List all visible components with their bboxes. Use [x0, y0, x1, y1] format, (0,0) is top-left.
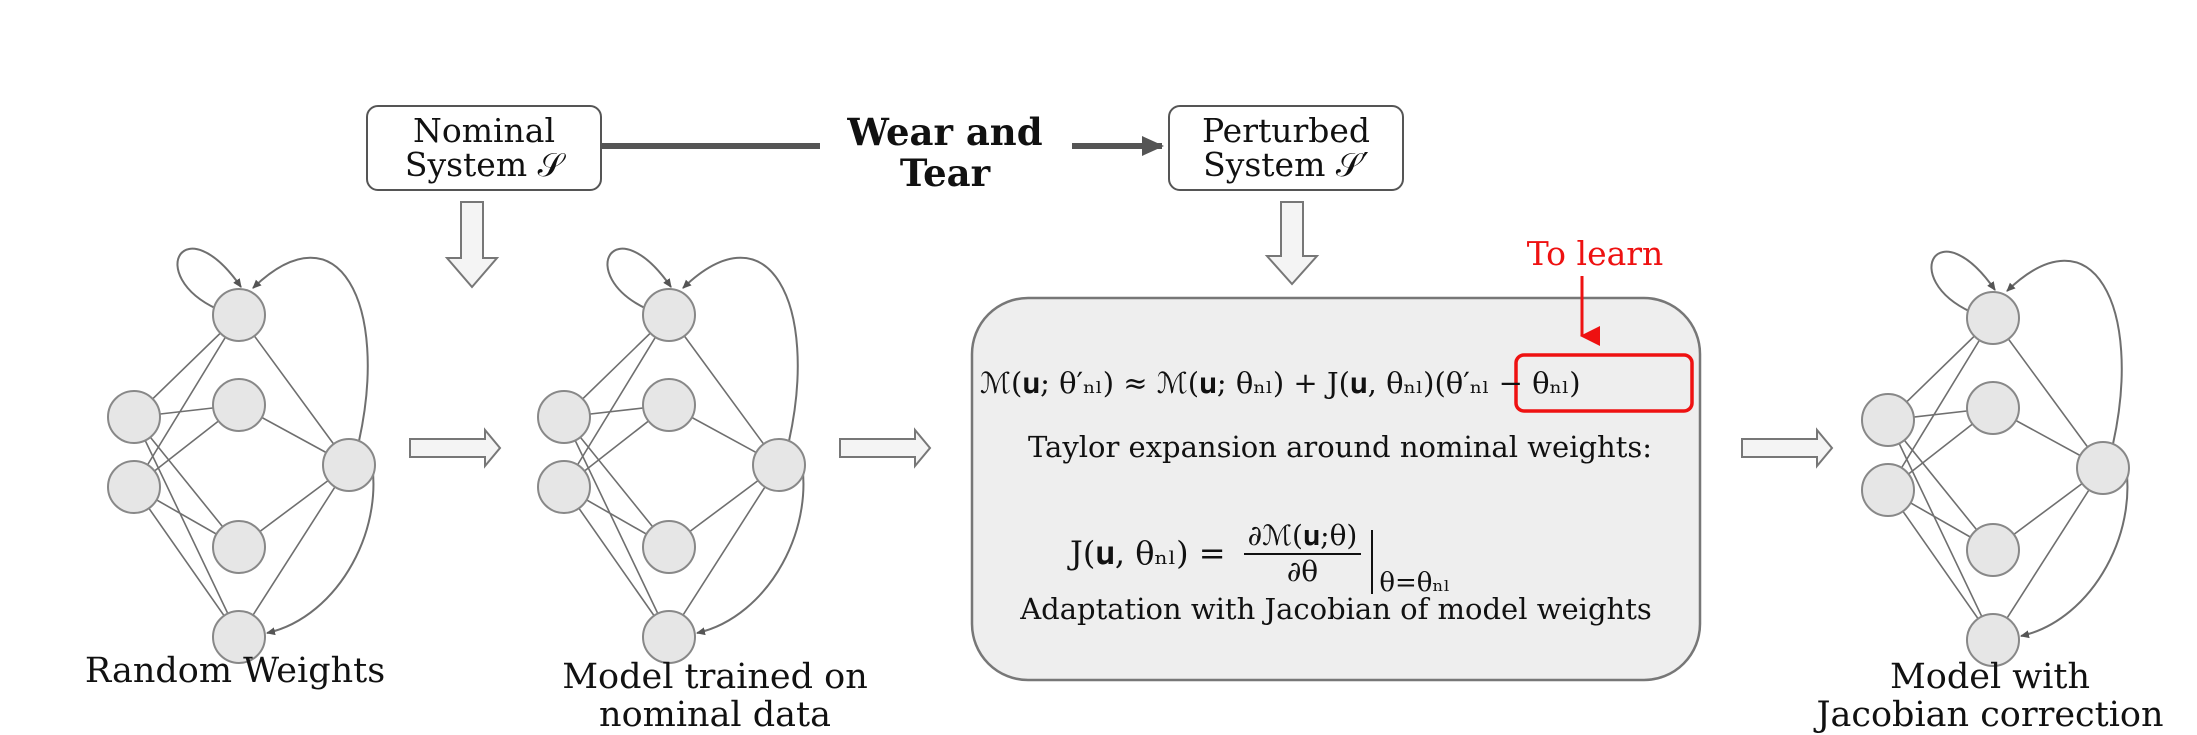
network-feedback-loop-top	[682, 256, 799, 442]
network-feedback-loop-top	[252, 256, 369, 442]
network-edge	[563, 416, 670, 548]
down-arrow-nominal	[444, 201, 500, 289]
network-node	[212, 288, 266, 342]
adaptation-box	[970, 296, 1702, 682]
network-edge	[563, 314, 670, 488]
jacobian-numerator: ∂ℳ(𝐮;θ)	[1243, 519, 1362, 555]
jacobian-fraction: ∂ℳ(𝐮;θ) ∂θ	[1243, 519, 1362, 588]
network-node	[537, 390, 591, 444]
perturbed-system-line1: Perturbed	[1201, 111, 1371, 150]
caption-trained-line1: Model trained on	[562, 657, 868, 697]
network-edge	[1992, 317, 2104, 469]
network-node	[1966, 291, 2020, 345]
network-random-weights	[107, 247, 376, 664]
network-self-loop	[606, 247, 672, 310]
taylor-equation-learn-term: (θ′ₙₗ − θₙₗ)	[1434, 366, 1581, 400]
network-edge	[1992, 467, 2104, 641]
network-node	[1966, 381, 2020, 435]
nominal-system-box: Nominal System 𝒮	[366, 105, 602, 191]
jacobian-lhs: J(𝐮, θₙₗ) =	[1070, 533, 1226, 572]
network-node	[752, 438, 806, 492]
network-node	[1966, 613, 2020, 667]
to-learn-label: To learn	[1526, 234, 1664, 273]
jacobian-eval-subscript: θ=θₙₗ	[1379, 568, 1451, 598]
network-feedback-loop-top	[2006, 259, 2123, 445]
right-arrow-2	[839, 427, 932, 469]
taylor-equation-main: ℳ(𝐮; θ′ₙₗ) ≈ ℳ(𝐮; θₙₗ) + J(𝐮, θₙₗ)	[980, 366, 1435, 400]
jacobian-eval-bar	[1371, 530, 1374, 594]
network-edge	[563, 416, 670, 638]
wear-tear-label: Wear and Tear	[820, 112, 1070, 194]
network-trained-nominal	[537, 247, 806, 664]
caption-trained-line2: nominal data	[599, 695, 831, 735]
network-node	[212, 610, 266, 664]
jacobian-denominator: ∂θ	[1286, 554, 1319, 588]
network-node	[212, 520, 266, 574]
network-node	[322, 438, 376, 492]
network-edge	[563, 486, 670, 638]
caption-jacobian-line2: Jacobian correction	[1816, 695, 2164, 735]
down-arrow-perturbed	[1264, 201, 1320, 286]
network-node	[1861, 463, 1915, 517]
network-edge	[668, 464, 780, 638]
jacobian-equation: J(𝐮, θₙₗ) = ∂ℳ(𝐮;θ) ∂θ θ=θₙₗ	[1070, 508, 1451, 599]
network-self-loop	[1930, 250, 1996, 313]
network-edge	[133, 416, 240, 548]
network-node	[107, 460, 161, 514]
network-edge	[238, 314, 350, 466]
network-jacobian-corrected	[1861, 250, 2130, 667]
network-self-loop	[176, 247, 242, 310]
network-node	[642, 610, 696, 664]
perturbed-system-line2: System 𝒮′	[1203, 145, 1369, 184]
network-feedback-loop-bottom	[2020, 451, 2129, 639]
network-edge	[133, 416, 240, 638]
network-node	[212, 378, 266, 432]
network-node	[642, 520, 696, 574]
network-feedback-loop-bottom	[266, 448, 375, 636]
right-arrow-1	[409, 427, 502, 469]
taylor-expansion-text: Taylor expansion around nominal weights:	[1027, 430, 1653, 464]
network-node	[1966, 523, 2020, 577]
network-edge	[1887, 317, 1994, 491]
network-node	[107, 390, 161, 444]
caption-jacobian-line1: Model with	[1889, 657, 2091, 697]
taylor-equation: ℳ(𝐮; θ′ₙₗ) ≈ ℳ(𝐮; θₙₗ) + J(𝐮, θₙₗ)(θ′ₙₗ …	[980, 362, 1581, 404]
network-node	[642, 288, 696, 342]
caption-jacobian: Model with Jacobian correction	[1790, 658, 2190, 734]
network-edge	[1887, 419, 1994, 551]
caption-trained: Model trained on nominal data	[530, 658, 900, 734]
perturbed-system-box: Perturbed System 𝒮′	[1168, 105, 1404, 191]
network-edge	[133, 314, 240, 488]
network-node	[537, 460, 591, 514]
wear-tear-line2: Tear	[899, 151, 991, 195]
right-arrow-3	[1741, 427, 1834, 469]
wear-tear-line1: Wear and	[847, 110, 1043, 154]
network-node	[2076, 441, 2130, 495]
nominal-system-line1: Nominal	[412, 111, 556, 150]
network-edge	[1887, 489, 1994, 641]
network-node	[1861, 393, 1915, 447]
nominal-system-line2: System 𝒮	[404, 145, 564, 184]
network-edge	[668, 314, 780, 466]
network-edge	[133, 486, 240, 638]
network-feedback-loop-bottom	[696, 448, 805, 636]
to-learn-highlight	[1514, 353, 1694, 413]
adaptation-text: Adaptation with Jacobian of model weight…	[1020, 592, 1652, 626]
network-edge	[238, 464, 350, 638]
network-edge	[1887, 419, 1994, 641]
caption-random-weights: Random Weights	[84, 651, 386, 691]
network-node	[642, 378, 696, 432]
